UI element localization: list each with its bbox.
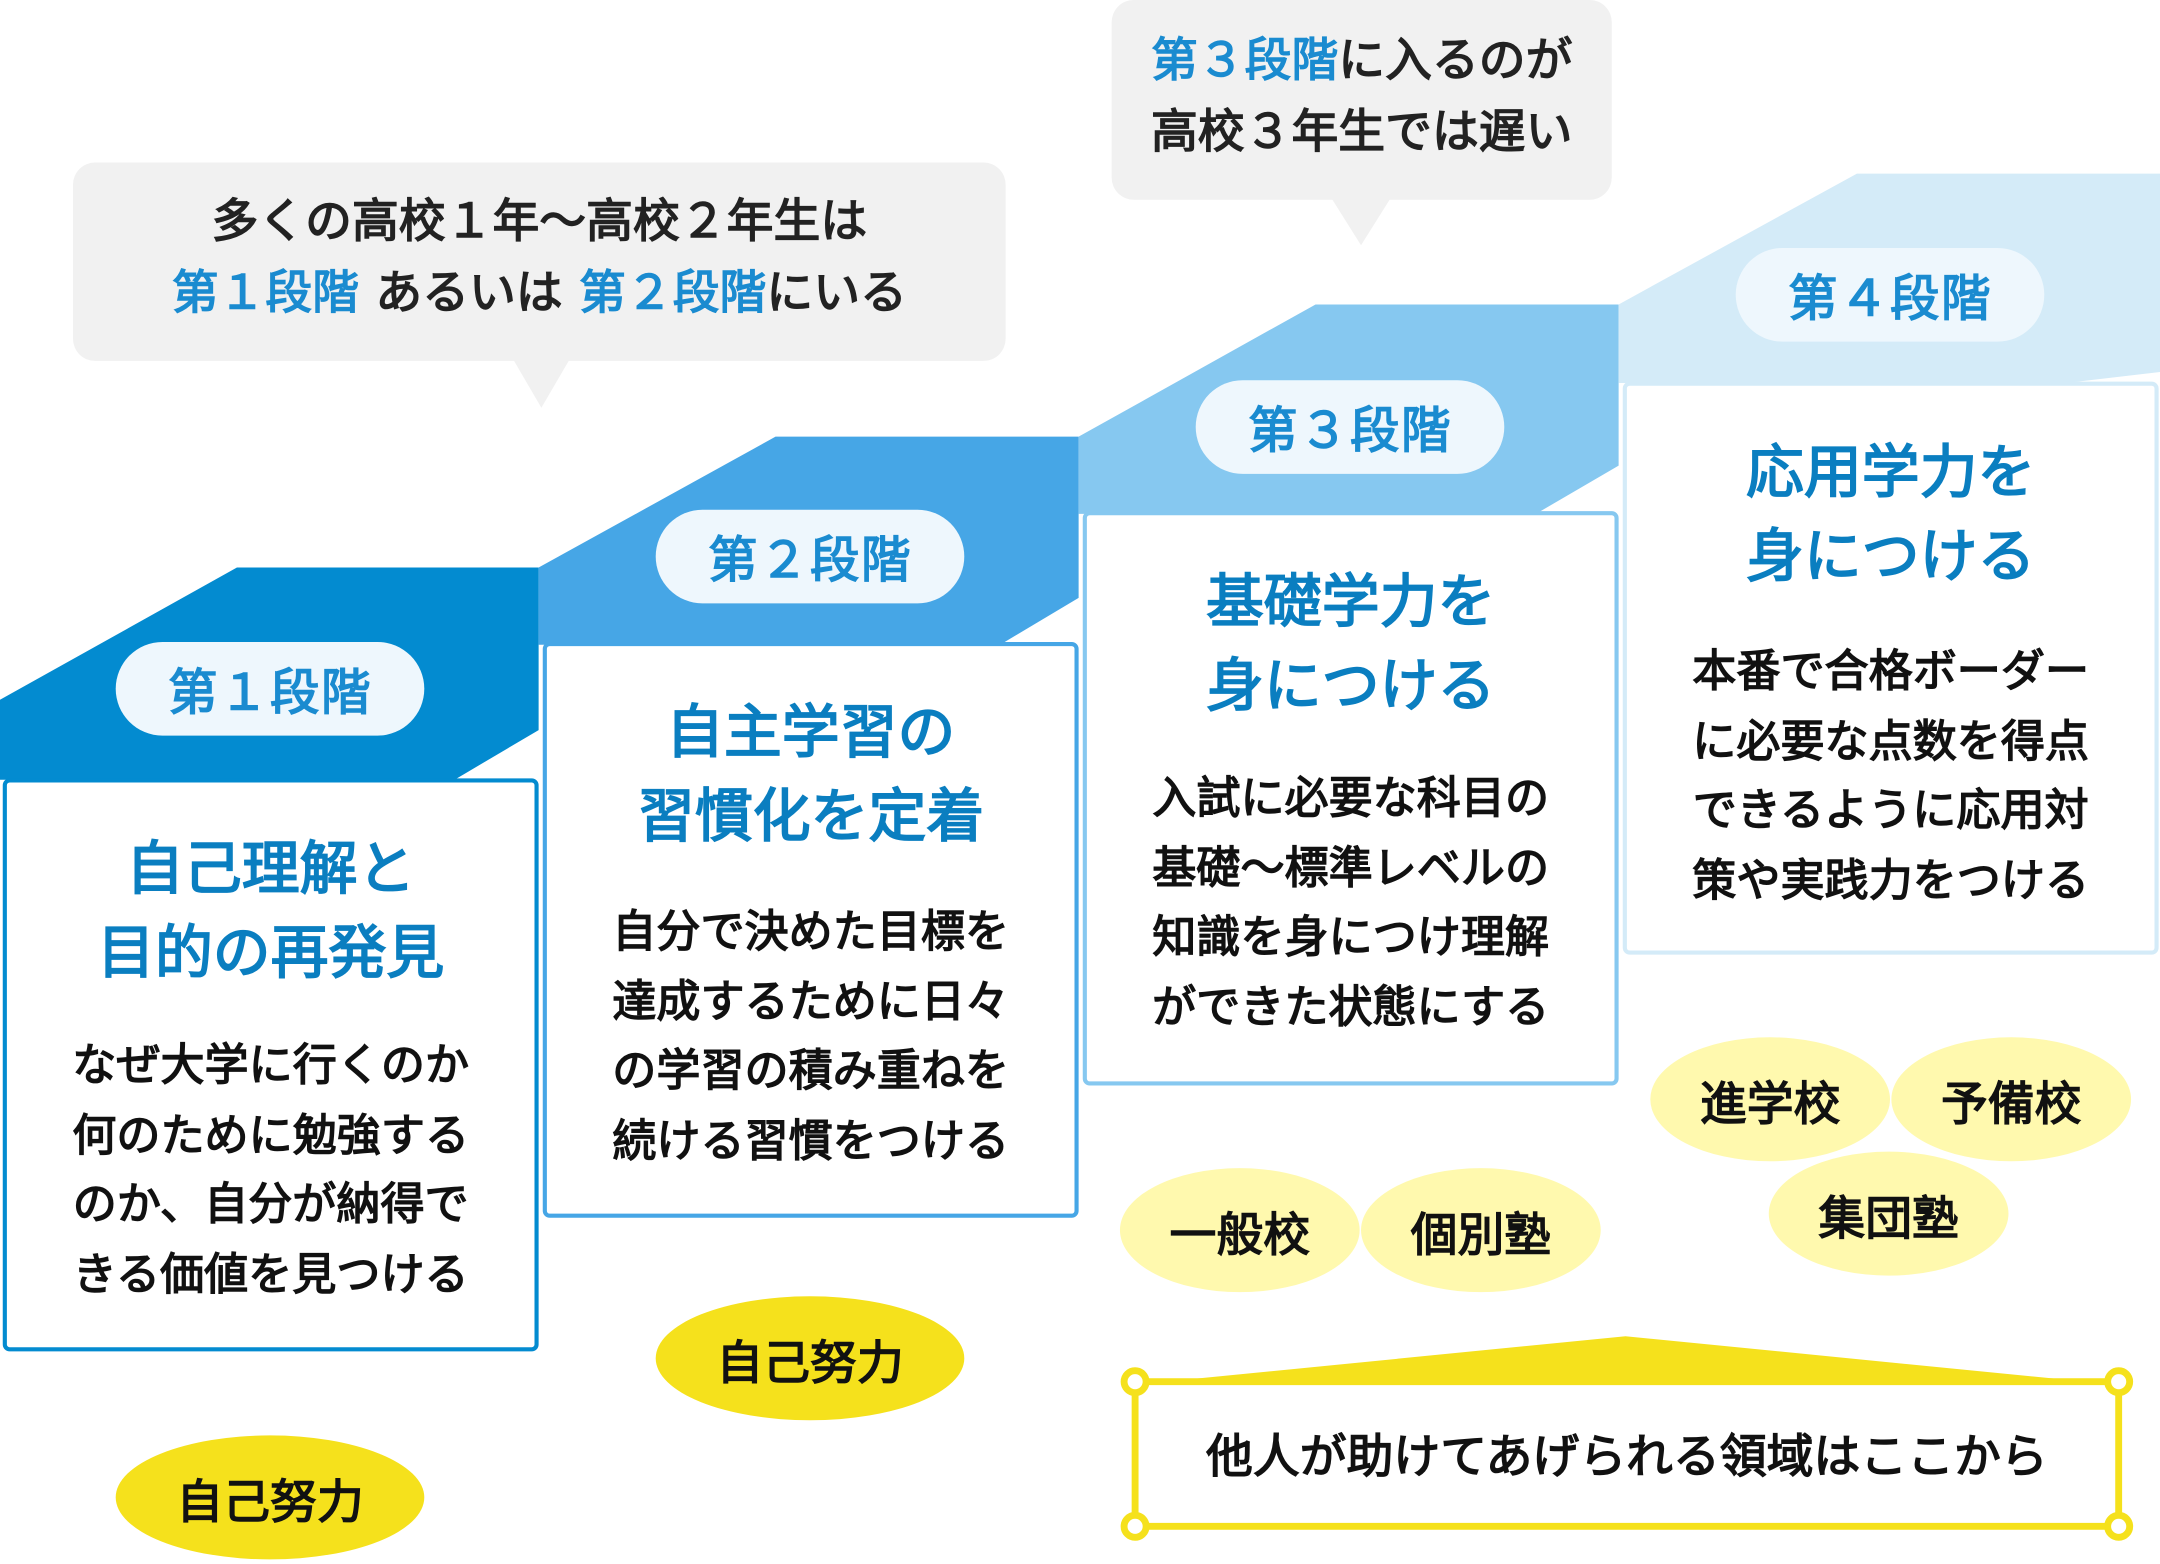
title-line: 目的の再発見: [97, 918, 445, 987]
stage4-label: 第４段階: [1735, 247, 2045, 342]
bubble1-line2: 第１段階 あるいは 第２段階にいる: [73, 258, 1006, 330]
body-line: 知識を身につけ理解: [1152, 910, 1550, 963]
title-line: 応用学力を: [1746, 438, 2036, 506]
stage3-body: 入試に必要な科目の基礎〜標準レベルの知識を身につけ理解ができた状態にする: [1087, 763, 1615, 1041]
title-line: 自己理解と: [126, 834, 416, 903]
bubble2-line1-end: に入るのが: [1338, 33, 1573, 89]
title-line: 身につける: [1746, 522, 2036, 590]
title-line: 身につける: [1206, 651, 1496, 720]
body-line: きる価値を見つける: [72, 1247, 469, 1300]
support-private-tutoring: 個別塾: [1361, 1168, 1601, 1293]
stage2-card: 自主学習の習慣化を定着 自分で決めた目標を達成するために日々の学習の積み重ねを続…: [542, 641, 1079, 1218]
help-zone-frame: [1131, 1378, 2123, 1530]
support-general-school: 一般校: [1119, 1168, 1360, 1293]
bubble2-tail: [1330, 196, 1392, 246]
body-line: の学習の積み重ねを: [612, 1044, 1010, 1097]
bubble2-line1: 第３段階に入るのが: [1112, 25, 1612, 97]
bubble2-line2: 高校３年生では遅い: [1150, 104, 1573, 160]
support-cram-school: 予備校: [1891, 1037, 2132, 1162]
body-line: 達成するために日々: [612, 974, 1010, 1027]
title-line: 習慣化を定着: [637, 782, 985, 850]
bubble1-end: にいる: [766, 265, 907, 321]
body-line: のか、自分が納得で: [72, 1177, 469, 1231]
stage4-card: 応用学力を身につける 本番で合格ボーダーに必要な点数を得点できるように応用対策や…: [1622, 381, 2159, 955]
speech-bubble-2: 第３段階に入るのが 高校３年生では遅い: [1111, 0, 1612, 200]
body-line: 何のために勉強する: [72, 1108, 470, 1161]
stage2-title: 自主学習の習慣化を定着: [547, 690, 1075, 858]
bubble2-stage3: 第３段階: [1150, 33, 1339, 89]
stage4-title: 応用学力を身につける: [1627, 430, 2155, 598]
title-line: 自主学習の: [666, 698, 956, 766]
bubble1-stage2: 第２段階: [579, 265, 767, 321]
bubble1-middle: あるいは: [359, 265, 580, 321]
help-zone-roof: [1151, 1336, 2100, 1384]
stage1-card: 自己理解と目的の再発見 なぜ大学に行くのか何のために勉強するのか、自分が納得でき…: [2, 778, 539, 1352]
body-line: に必要な点数を得点: [1692, 714, 2090, 767]
frame-corner-dots: [1120, 1367, 2134, 1541]
bubble1-stage1: 第１段階: [171, 265, 360, 321]
stage2-body: 自分で決めた目標を達成するために日々の学習の積み重ねを続ける習慣をつける: [547, 897, 1075, 1175]
body-line: 続ける習慣をつける: [612, 1113, 1010, 1167]
stage4-body: 本番で合格ボーダーに必要な点数を得点できるように応用対策や実践力をつける: [1627, 636, 2155, 914]
stage1-title: 自己理解と目的の再発見: [7, 827, 535, 995]
body-line: 本番で合格ボーダー: [1692, 644, 2090, 698]
support-prep-school: 進学校: [1650, 1037, 1890, 1162]
stage3-card: 基礎学力を身につける 入試に必要な科目の基礎〜標準レベルの知識を身につけ理解がで…: [1082, 511, 1619, 1086]
body-line: 策や実践力をつける: [1692, 853, 2090, 906]
stage2-label: 第２段階: [655, 509, 965, 604]
body-line: 自分で決めた目標を: [612, 905, 1010, 958]
self-effort-badge-1: 自己努力: [115, 1435, 425, 1560]
body-line: ができた状態にする: [1152, 980, 1550, 1033]
body-line: 基礎〜標準レベルの: [1152, 840, 1550, 894]
stage3-title: 基礎学力を身につける: [1087, 559, 1615, 727]
stage1-label: 第１段階: [115, 641, 425, 736]
stage3-label: 第３段階: [1195, 380, 1505, 474]
bubble1-line1: 多くの高校１年〜高校２年生は: [211, 194, 868, 250]
self-effort-badge-2: 自己努力: [655, 1296, 965, 1421]
body-line: 入試に必要な科目の: [1152, 771, 1550, 824]
title-line: 基礎学力を: [1206, 567, 1496, 636]
bubble1-tail: [512, 358, 571, 408]
support-group-cram: 集団塾: [1768, 1151, 2009, 1276]
help-zone-label: 他人が助けてあげられる領域はここから: [1206, 1429, 2048, 1485]
stage1-body: なぜ大学に行くのか何のために勉強するのか、自分が納得できる価値を見つける: [7, 1030, 535, 1308]
body-line: できるように応用対: [1692, 783, 2089, 837]
speech-bubble-1: 多くの高校１年〜高校２年生は 第１段階 あるいは 第２段階にいる: [73, 162, 1006, 361]
body-line: なぜ大学に行くのか: [72, 1038, 470, 1092]
